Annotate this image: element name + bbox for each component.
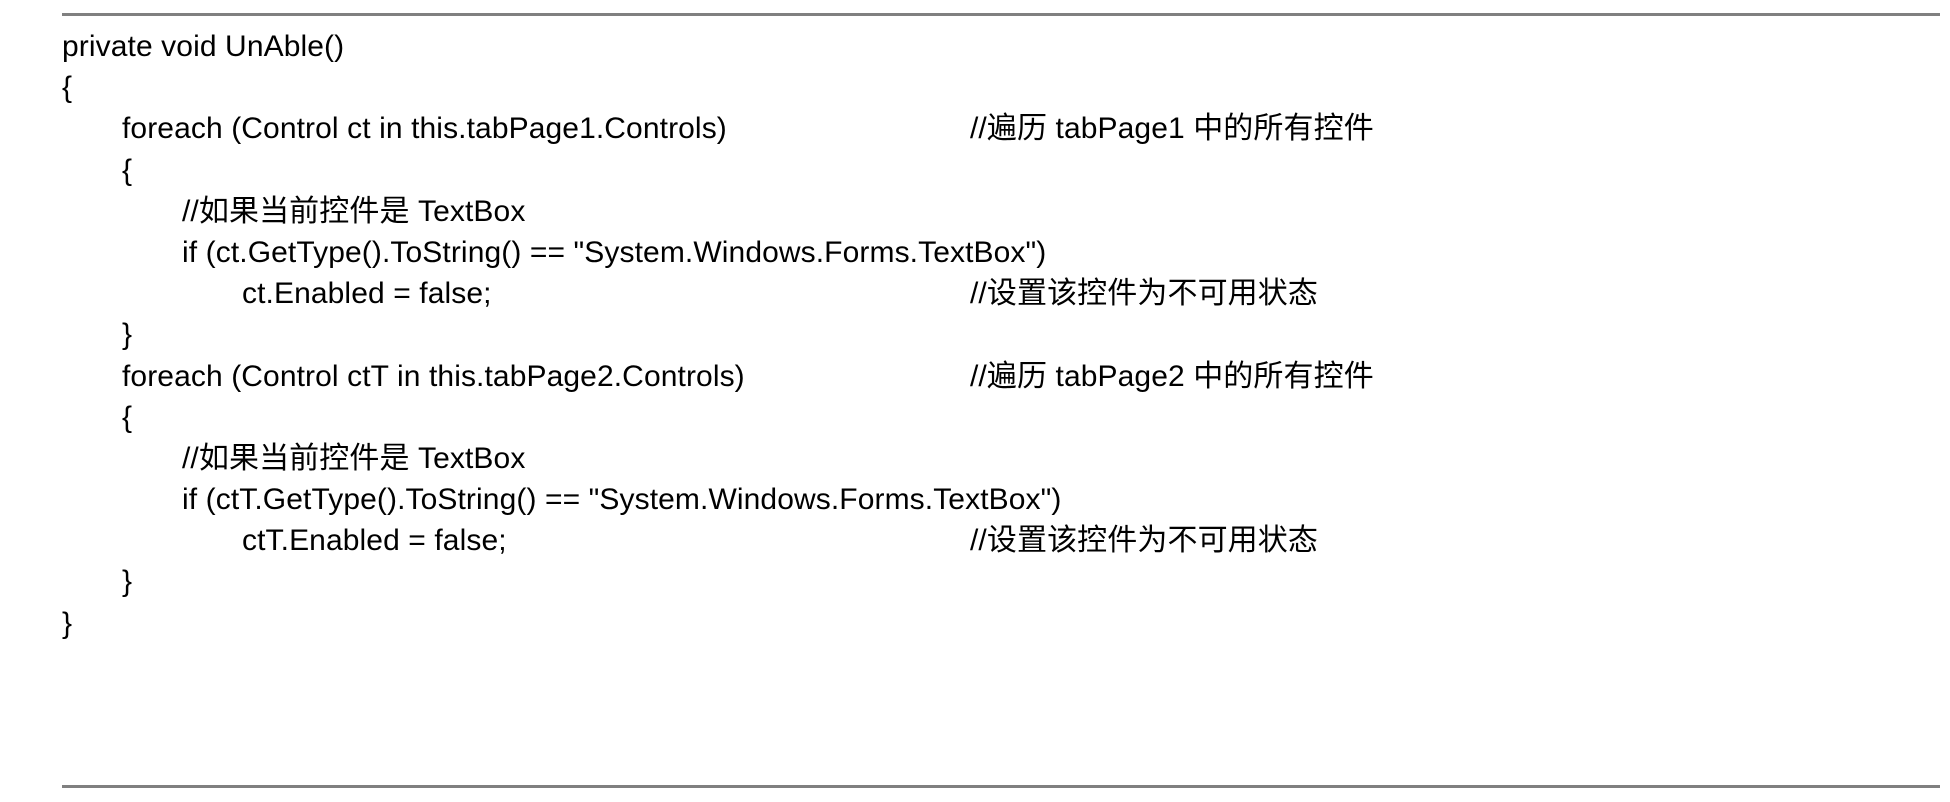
code-block: private void UnAble() { foreach (Control c…	[62, 26, 1940, 644]
code-line-text: foreach (Control ctT in this.tabPage2.Co…	[122, 359, 745, 393]
code-line: }	[62, 561, 1940, 602]
code-line: {	[62, 397, 1940, 438]
code-line: //如果当前控件是 TextBox	[62, 438, 1940, 479]
code-line: }	[62, 314, 1940, 355]
code-line: ct.Enabled = false; //设置该控件为不可用状态	[62, 273, 1940, 314]
code-line: if (ctT.GetType().ToString() == "System.…	[62, 479, 1940, 520]
code-line: foreach (Control ctT in this.tabPage2.Co…	[62, 356, 1940, 397]
code-line-comment: //设置该控件为不可用状态	[970, 277, 1318, 311]
code-line-text: //如果当前控件是 TextBox	[182, 194, 526, 228]
code-line: //如果当前控件是 TextBox	[62, 191, 1940, 232]
code-line: {	[62, 150, 1940, 191]
top-rule-divider	[62, 13, 1940, 16]
code-line-text: {	[122, 400, 133, 434]
code-line: }	[62, 603, 1940, 644]
code-line-text: ct.Enabled = false;	[242, 277, 492, 311]
code-line-text: }	[122, 318, 133, 352]
code-line: {	[62, 67, 1940, 108]
code-line-text: ctT.Enabled = false;	[242, 524, 507, 558]
code-line-text: {	[122, 153, 133, 187]
code-line-text: {	[62, 71, 73, 105]
code-line-text: }	[122, 565, 133, 599]
code-line-comment: //遍历 tabPage2 中的所有控件	[970, 359, 1374, 393]
code-line: private void UnAble()	[62, 26, 1940, 67]
code-line-text: }	[62, 606, 73, 640]
code-line-text: private void UnAble()	[62, 30, 345, 63]
bottom-rule-divider	[62, 785, 1940, 788]
code-line: foreach (Control ct in this.tabPage1.Con…	[62, 108, 1940, 149]
code-line-comment: //遍历 tabPage1 中的所有控件	[970, 112, 1374, 146]
code-line-comment: //设置该控件为不可用状态	[970, 524, 1318, 558]
code-line: if (ct.GetType().ToString() == "System.W…	[62, 232, 1940, 273]
code-line-text: foreach (Control ct in this.tabPage1.Con…	[122, 112, 727, 146]
code-line: ctT.Enabled = false; //设置该控件为不可用状态	[62, 520, 1940, 561]
code-line-text: if (ctT.GetType().ToString() == "System.…	[182, 483, 1062, 517]
code-line-text: if (ct.GetType().ToString() == "System.W…	[182, 235, 1047, 269]
code-line-text: //如果当前控件是 TextBox	[182, 441, 526, 475]
